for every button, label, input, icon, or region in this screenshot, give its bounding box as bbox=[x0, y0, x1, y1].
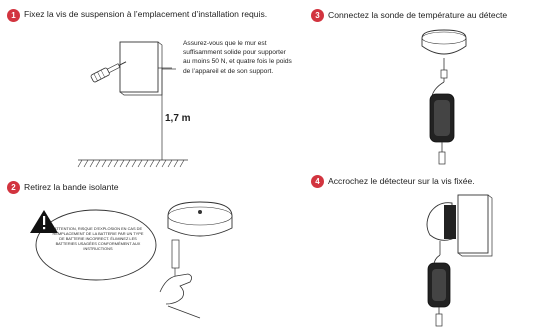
hanging-detector-illustration bbox=[426, 194, 493, 327]
step-4-text: Accrochez le détecteur sur la vis fixée. bbox=[328, 176, 475, 186]
step-2-text: Retirez la bande isolante bbox=[24, 182, 119, 192]
battery-warning-text: Attention, risque d’explosion en cas de … bbox=[52, 226, 144, 252]
step-4-badge: 4 bbox=[311, 175, 324, 188]
step-2-badge: 2 bbox=[7, 181, 20, 194]
probe-connection-illustration bbox=[421, 29, 467, 165]
height-dimension bbox=[158, 67, 172, 160]
step-3-badge: 3 bbox=[311, 9, 324, 22]
step-1-badge: 1 bbox=[7, 9, 20, 22]
floor-hatch bbox=[77, 159, 188, 168]
mount-height-label: 1,7 m bbox=[165, 113, 191, 124]
wall-strength-note: Assurez-vous que le mur est suffisamment… bbox=[183, 40, 292, 75]
detector-tab-illustration bbox=[159, 201, 233, 319]
step-1-text: Fixez la vis de suspension à l’emplaceme… bbox=[24, 9, 268, 19]
step-3-text: Connectez la sonde de température au dét… bbox=[328, 10, 508, 20]
wall-screw-illustration bbox=[90, 41, 176, 96]
warning-badge-shape bbox=[30, 209, 157, 281]
